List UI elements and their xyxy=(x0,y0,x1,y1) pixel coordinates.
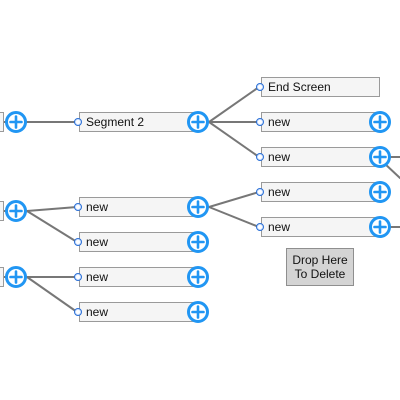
end-screen-node[interactable]: End Screen xyxy=(261,77,380,97)
segment-node[interactable]: Segment 2 xyxy=(79,112,199,132)
plus-circle-icon xyxy=(191,115,205,129)
input-port-dot-icon[interactable] xyxy=(256,83,264,91)
new-segment-node[interactable]: new xyxy=(79,267,199,287)
input-port-dot-icon[interactable] xyxy=(74,273,82,281)
add-branch-button[interactable] xyxy=(369,181,391,203)
input-port-dot-icon[interactable] xyxy=(256,188,264,196)
plus-circle-icon xyxy=(191,305,205,319)
input-port-dot-icon[interactable] xyxy=(256,118,264,126)
offscreen-node-stub[interactable] xyxy=(0,201,4,221)
segment-node-label: Segment 2 xyxy=(86,115,145,129)
plus-circle-icon xyxy=(373,115,387,129)
connector-line xyxy=(208,86,260,123)
new-segment-node[interactable]: new xyxy=(79,302,199,322)
plus-circle-icon xyxy=(191,200,205,214)
add-branch-button[interactable] xyxy=(5,266,27,288)
add-branch-button[interactable] xyxy=(187,231,209,253)
plus-circle-icon xyxy=(373,220,387,234)
new-segment-node[interactable]: new xyxy=(261,112,381,132)
input-port-dot-icon[interactable] xyxy=(256,153,264,161)
drop-zone-label-line1: Drop Here xyxy=(292,253,348,267)
new-segment-node[interactable]: new xyxy=(79,232,199,252)
plus-circle-icon xyxy=(9,204,23,218)
new-segment-node[interactable]: new xyxy=(79,197,199,217)
new-segment-node[interactable]: new xyxy=(261,217,381,237)
connector-line xyxy=(26,210,78,243)
end-screen-node-label: End Screen xyxy=(268,80,331,94)
new-segment-node-label: new xyxy=(86,270,109,284)
add-branch-button[interactable] xyxy=(369,111,391,133)
input-port-dot-icon[interactable] xyxy=(74,308,82,316)
connector-line xyxy=(208,121,260,158)
connector-line xyxy=(208,206,260,228)
new-segment-node-label: new xyxy=(86,305,109,319)
plus-circle-icon xyxy=(373,185,387,199)
connector-line xyxy=(208,191,260,208)
new-segment-node-label: new xyxy=(268,220,291,234)
connector-line xyxy=(26,276,78,313)
add-branch-button[interactable] xyxy=(369,216,391,238)
connector-line xyxy=(26,206,78,212)
input-port-dot-icon[interactable] xyxy=(256,223,264,231)
add-branch-button[interactable] xyxy=(187,266,209,288)
add-branch-button[interactable] xyxy=(187,111,209,133)
input-port-dot-icon[interactable] xyxy=(74,238,82,246)
plus-circle-icon xyxy=(191,270,205,284)
add-branch-button[interactable] xyxy=(5,200,27,222)
input-port-dot-icon[interactable] xyxy=(74,118,82,126)
plus-circle-icon xyxy=(373,150,387,164)
new-segment-node[interactable]: new xyxy=(261,147,381,167)
plus-circle-icon xyxy=(191,235,205,249)
new-segment-node-label: new xyxy=(268,185,291,199)
offscreen-node-stub[interactable] xyxy=(0,267,4,287)
drop-to-delete-zone[interactable]: Drop Here To Delete xyxy=(286,248,354,286)
drop-zone-label-line2: To Delete xyxy=(294,267,346,281)
add-branch-button[interactable] xyxy=(369,146,391,168)
plus-circle-icon xyxy=(9,270,23,284)
new-segment-node[interactable]: new xyxy=(261,182,381,202)
offscreen-node-stub[interactable] xyxy=(0,112,4,132)
new-segment-node-label: new xyxy=(268,115,291,129)
add-branch-button[interactable] xyxy=(5,111,27,133)
add-branch-button[interactable] xyxy=(187,196,209,218)
input-port-dot-icon[interactable] xyxy=(74,203,82,211)
add-branch-button[interactable] xyxy=(187,301,209,323)
new-segment-node-label: new xyxy=(86,200,109,214)
new-segment-node-label: new xyxy=(86,235,109,249)
new-segment-node-label: new xyxy=(268,150,291,164)
plus-circle-icon xyxy=(9,115,23,129)
